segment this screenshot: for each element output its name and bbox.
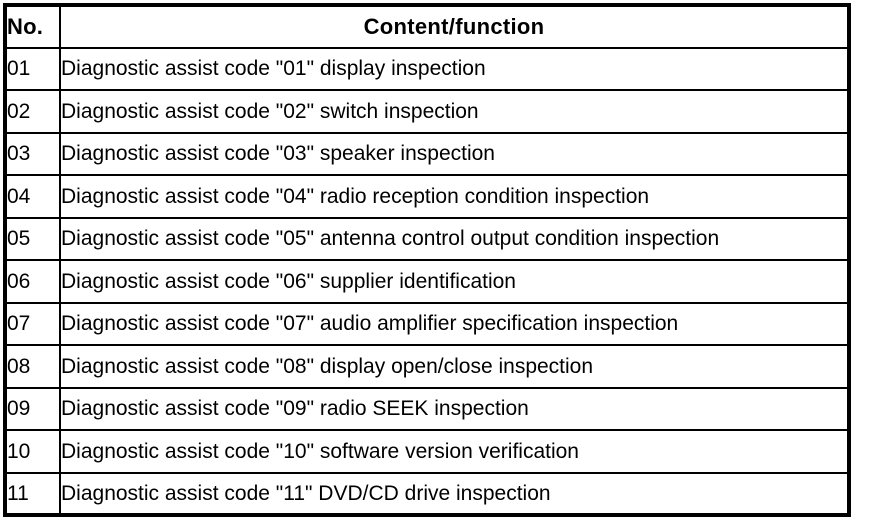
cell-content: Diagnostic assist code "04" radio recept… [59, 174, 850, 219]
cell-no: 01 [4, 46, 61, 91]
cell-no: 09 [4, 386, 61, 431]
cell-no: 10 [4, 429, 61, 474]
column-header-content-function: Content/function [59, 4, 850, 49]
cell-content: Diagnostic assist code "06" supplier ide… [59, 259, 850, 304]
cell-content: Diagnostic assist code "08" display open… [59, 344, 850, 389]
column-header-no: No. [4, 4, 61, 49]
cell-content: Diagnostic assist code "02" switch inspe… [59, 89, 850, 134]
table-row: 06 Diagnostic assist code "06" supplier … [4, 259, 850, 304]
table-row: 09 Diagnostic assist code "09" radio SEE… [4, 386, 850, 431]
table-row: 01 Diagnostic assist code "01" display i… [4, 46, 850, 91]
cell-no: 11 [4, 471, 61, 516]
cell-content: Diagnostic assist code "09" radio SEEK i… [59, 386, 850, 431]
table-header-row: No. Content/function [4, 4, 850, 49]
cell-no: 08 [4, 344, 61, 389]
table-body: 01 Diagnostic assist code "01" display i… [4, 46, 850, 516]
cell-content: Diagnostic assist code "11" DVD/CD drive… [59, 471, 850, 516]
table-header: No. Content/function [4, 4, 850, 49]
cell-no: 07 [4, 301, 61, 346]
table-row: 02 Diagnostic assist code "02" switch in… [4, 89, 850, 134]
table-row: 08 Diagnostic assist code "08" display o… [4, 344, 850, 389]
cell-no: 06 [4, 259, 61, 304]
cell-no: 03 [4, 131, 61, 176]
table-row: 07 Diagnostic assist code "07" audio amp… [4, 301, 850, 346]
diagnostic-assist-code-table: No. Content/function 01 Diagnostic assis… [3, 3, 851, 517]
table-row: 03 Diagnostic assist code "03" speaker i… [4, 131, 850, 176]
cell-content: Diagnostic assist code "05" antenna cont… [59, 216, 850, 261]
table-row: 05 Diagnostic assist code "05" antenna c… [4, 216, 850, 261]
cell-no: 02 [4, 89, 61, 134]
cell-content: Diagnostic assist code "10" software ver… [59, 429, 850, 474]
cell-content: Diagnostic assist code "01" display insp… [59, 46, 850, 91]
table-row: 04 Diagnostic assist code "04" radio rec… [4, 174, 850, 219]
cell-content: Diagnostic assist code "07" audio amplif… [59, 301, 850, 346]
cell-no: 05 [4, 216, 61, 261]
cell-no: 04 [4, 174, 61, 219]
cell-content: Diagnostic assist code "03" speaker insp… [59, 131, 850, 176]
table-row: 10 Diagnostic assist code "10" software … [4, 429, 850, 474]
table-row: 11 Diagnostic assist code "11" DVD/CD dr… [4, 471, 850, 516]
